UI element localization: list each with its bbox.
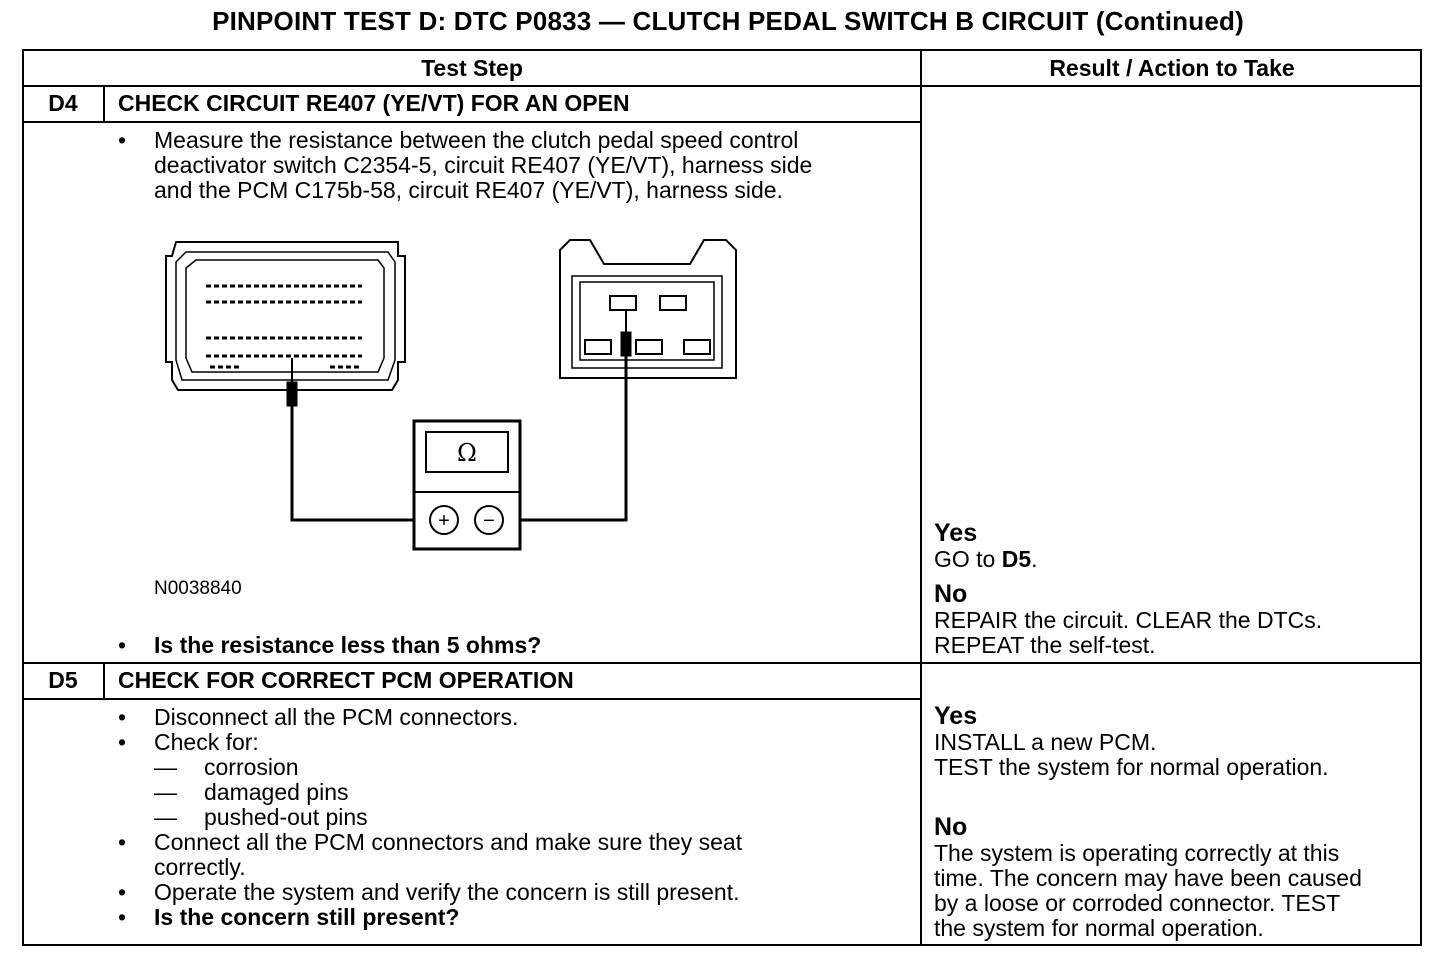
instruction-line: deactivator switch C2354-5, circuit RE40… (154, 152, 813, 178)
d4-yes-label: Yes (934, 519, 978, 547)
d5-step-1: Disconnect all the PCM connectors. (154, 704, 519, 730)
d4-yes-prefix: GO to (934, 546, 1002, 572)
d5-no-action: The system is operating correctly at thi… (934, 841, 1362, 941)
instruction-line: and the PCM C175b-58, circuit RE407 (YE/… (154, 177, 783, 203)
d5-step-2: Check for: (154, 729, 259, 755)
d5-no-label: No (934, 813, 968, 841)
d5-question: Is the concern still present? (154, 904, 460, 930)
step-line: Connect all the PCM connectors and make … (154, 829, 743, 855)
d5-check-1: corrosion (204, 754, 299, 780)
d5-check-2: damaged pins (204, 779, 349, 805)
pcm-connector-illustration (165, 241, 406, 391)
result-line: time. The concern may have been caused (934, 865, 1362, 891)
column-divider (920, 49, 922, 946)
bullet-marker: • (118, 704, 127, 730)
d5-id-divider (103, 662, 105, 700)
step-title-d4: CHECK CIRCUIT RE407 (YE/VT) FOR AN OPEN (118, 90, 630, 116)
step-id-d4: D4 (48, 90, 78, 116)
result-line: by a loose or corroded connector. TEST (934, 890, 1341, 916)
d4-question: Is the resistance less than 5 ohms? (154, 632, 542, 658)
minus-sign: − (483, 510, 495, 532)
ohmmeter: Ω + − (412, 419, 522, 551)
d4-yes-target: D5 (1001, 546, 1032, 572)
d5-title-divider (22, 698, 922, 700)
result-line: the system for normal operation. (934, 915, 1264, 941)
step-id-d5: D5 (48, 667, 78, 693)
dash-marker: — (154, 804, 177, 830)
dash-marker: — (154, 779, 177, 805)
d4-id-divider (103, 85, 105, 123)
ohm-symbol: Ω (457, 439, 477, 467)
result-header: Result / Action to Take (1049, 55, 1295, 81)
d4-title-divider (22, 121, 922, 123)
instruction-line: Measure the resistance between the clutc… (154, 127, 799, 153)
header-divider (22, 85, 1422, 87)
d5-check-3: pushed-out pins (204, 804, 368, 830)
d5-yes-action: INSTALL a new PCM. TEST the system for n… (934, 730, 1329, 780)
bullet-marker: • (118, 904, 127, 930)
result-line: INSTALL a new PCM. (934, 729, 1157, 755)
d4-instruction: Measure the resistance between the clutc… (154, 128, 812, 203)
plus-terminal (429, 505, 459, 535)
figure-code: N0038840 (154, 578, 242, 599)
bullet-marker: • (118, 879, 127, 905)
step-line: correctly. (154, 854, 246, 880)
page-title: PINPOINT TEST D: DTC P0833 — CLUTCH PEDA… (212, 6, 1244, 36)
d5-step-4: Operate the system and verify the concer… (154, 879, 740, 905)
bullet-marker: • (118, 829, 127, 855)
dash-marker: — (154, 754, 177, 780)
switch-connector-illustration (559, 239, 737, 379)
result-line: REPAIR the circuit. CLEAR the DTCs. (934, 607, 1323, 633)
test-step-header: Test Step (421, 55, 523, 81)
bullet-marker: • (118, 127, 127, 153)
d4-no-action: REPAIR the circuit. CLEAR the DTCs. REPE… (934, 608, 1322, 658)
pcm-pin-rows (206, 284, 362, 369)
test-leads (286, 310, 632, 522)
d4-yes-suffix: . (1031, 546, 1038, 572)
d5-yes-label: Yes (934, 702, 978, 730)
minus-terminal (474, 505, 504, 535)
d4-yes-action: GO to D5. (934, 547, 1038, 572)
result-line: TEST the system for normal operation. (934, 754, 1329, 780)
plus-sign: + (438, 510, 450, 532)
d4-d5-divider (22, 662, 1422, 664)
result-line: REPEAT the self-test. (934, 632, 1156, 658)
bullet-marker: • (118, 729, 127, 755)
measurement-diagram: Ω + − (165, 239, 737, 551)
d5-step-3: Connect all the PCM connectors and make … (154, 830, 742, 880)
d4-no-label: No (934, 580, 968, 608)
step-title-d5: CHECK FOR CORRECT PCM OPERATION (118, 667, 574, 693)
result-line: The system is operating correctly at thi… (934, 840, 1340, 866)
bullet-marker: • (118, 632, 127, 658)
test-table (22, 49, 1422, 946)
